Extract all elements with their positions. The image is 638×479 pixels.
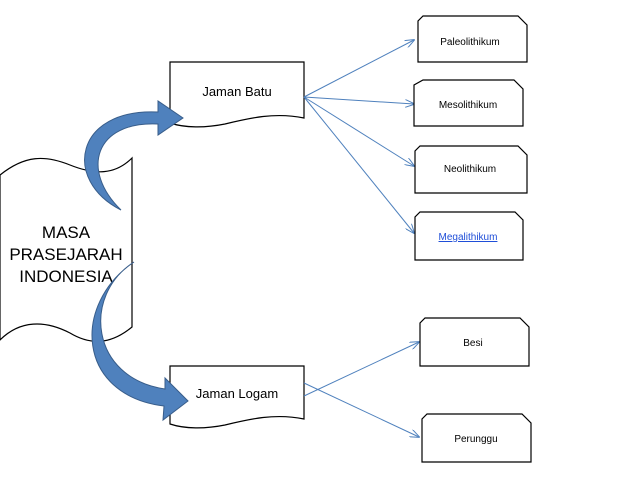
card-besi: Besi — [419, 317, 530, 367]
card-label-paleolithikum: Paleolithikum — [440, 37, 499, 48]
root-line-1: MASA — [42, 223, 91, 242]
curved-arrow-to-jaman-logam — [91, 261, 189, 422]
card-perunggu: Perunggu — [421, 413, 532, 463]
connectors-logam — [303, 342, 419, 437]
card-label-megalithikum-link[interactable]: Megalithikum — [439, 232, 498, 243]
connector-mesolithikum — [303, 96, 414, 104]
card-megalithikum[interactable]: Megalithikum — [414, 211, 524, 261]
period-label-jaman-batu: Jaman Batu — [202, 84, 271, 99]
curved-arrow-to-jaman-batu — [84, 100, 184, 211]
connector-megalithikum — [303, 96, 414, 233]
connector-perunggu — [303, 382, 419, 437]
card-neolithikum: Neolithikum — [414, 145, 528, 194]
root-line-3: INDONESIA — [19, 267, 113, 286]
root-node: MASA PRASEJARAH INDONESIA — [0, 156, 133, 342]
period-label-jaman-logam: Jaman Logam — [196, 386, 278, 401]
card-label-mesolithikum: Mesolithikum — [439, 100, 497, 111]
root-line-2: PRASEJARAH — [9, 245, 122, 264]
connector-paleolithikum — [303, 40, 414, 98]
card-label-neolithikum: Neolithikum — [444, 164, 496, 175]
connector-besi — [303, 342, 419, 397]
connector-neolithikum — [303, 96, 414, 166]
card-mesolithikum: Mesolithikum — [413, 79, 524, 127]
period-node-jaman-logam: Jaman Logam — [169, 365, 305, 429]
card-label-perunggu: Perunggu — [454, 434, 497, 445]
card-paleolithikum: Paleolithikum — [417, 15, 528, 63]
card-label-besi: Besi — [463, 338, 482, 349]
connectors-batu — [303, 40, 414, 233]
period-node-jaman-batu: Jaman Batu — [169, 61, 305, 128]
